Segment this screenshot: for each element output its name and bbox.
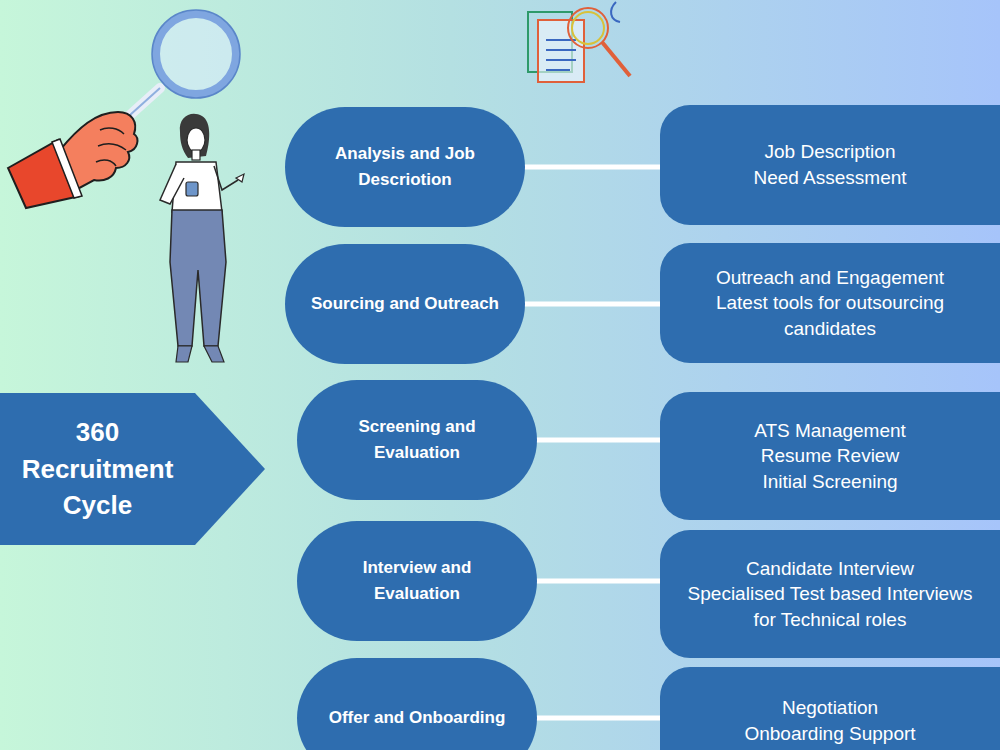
detail-text: Need Assessment: [753, 165, 906, 191]
detail-text: Initial Screening: [762, 469, 897, 495]
stage-pill: Interview and Evaluation: [297, 521, 537, 641]
detail-text: ATS Management: [754, 418, 906, 444]
detail-text: Negotiation: [782, 695, 878, 721]
connector-line: [535, 438, 662, 443]
cycle-arrow: 360 Recruitment Cycle: [0, 393, 265, 545]
stage-label: Interview and Evaluation: [319, 555, 515, 608]
connector-line: [523, 302, 662, 307]
chevron-fill: [0, 393, 265, 545]
stage-pill: Analysis and Job Descriotion: [285, 107, 525, 227]
detail-text: Latest tools for outsourcing candidates: [674, 290, 986, 341]
connector-line: [535, 716, 662, 721]
detail-text: Resume Review: [761, 443, 899, 469]
detail-box: ATS ManagementResume ReviewInitial Scree…: [660, 392, 1000, 520]
stage-label: Analysis and Job Descriotion: [307, 141, 503, 194]
woman-figure: [160, 114, 244, 362]
stage-pill: Screening and Evaluation: [297, 380, 537, 500]
detail-box: Outreach and EngagementLatest tools for …: [660, 243, 1000, 363]
detail-box: Candidate InterviewSpecialised Test base…: [660, 530, 1000, 658]
detail-box: Job DescriptionNeed Assessment: [660, 105, 1000, 225]
connector-line: [523, 165, 662, 170]
document-search-icon: [528, 2, 630, 82]
detail-text: Candidate Interview: [746, 556, 914, 582]
stage-label: Sourcing and Outreach: [311, 291, 499, 317]
detail-text: Onboarding Support: [744, 721, 915, 747]
detail-text: Outreach and Engagement: [716, 265, 944, 291]
stage-pill: Sourcing and Outreach: [285, 244, 525, 364]
stage-label: Offer and Onboarding: [329, 705, 506, 731]
cycle-title: 360 Recruitment Cycle: [15, 414, 180, 525]
detail-text: Specialised Test based Interviews for Te…: [674, 581, 986, 632]
stage-pill: Offer and Onboarding: [297, 658, 537, 750]
connector-line: [535, 579, 662, 584]
detail-box: NegotiationOnboarding Support: [660, 667, 1000, 750]
stage-label: Screening and Evaluation: [319, 414, 515, 467]
detail-text: Job Description: [765, 139, 896, 165]
